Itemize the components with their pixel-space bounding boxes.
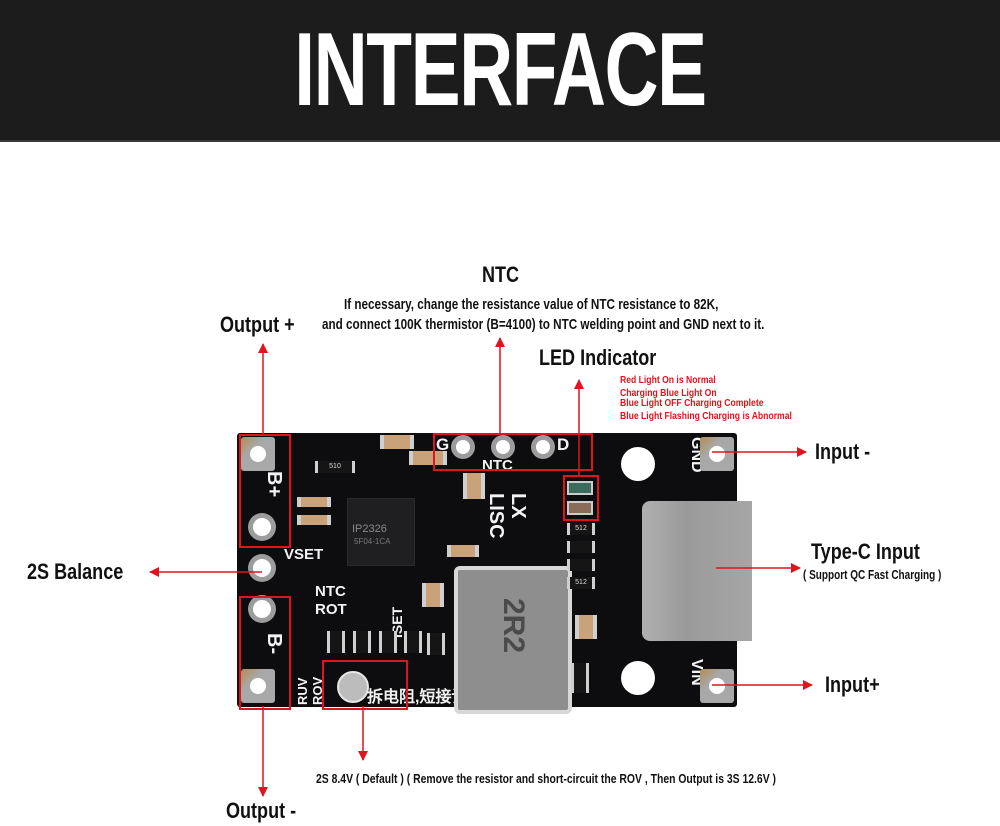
- pad-b-plus-hole: [253, 518, 271, 536]
- highlight-led: [563, 475, 599, 521]
- silk-ntc: NTC: [315, 583, 346, 600]
- led-state-4: Blue Light Flashing Charging is Abnormal: [620, 410, 792, 422]
- smd-cap: [575, 615, 597, 639]
- smd-cap: [380, 435, 414, 449]
- resistor: [404, 631, 422, 653]
- smd-cap: [447, 545, 479, 557]
- led-title: LED Indicator: [539, 345, 657, 370]
- silk-g: G: [436, 435, 450, 454]
- resistor-512: [571, 663, 589, 693]
- resistor-510: 510: [315, 461, 355, 473]
- ic-chip: IP2326 5F04-1CA: [347, 498, 415, 566]
- mount-hole-bottom: [621, 661, 655, 695]
- ntc-hole-d: [536, 440, 550, 454]
- silk-d: D: [557, 435, 570, 454]
- silk-rot: ROT: [315, 601, 347, 618]
- resistor-512: 512: [567, 523, 595, 535]
- smd-cap: [297, 515, 331, 525]
- ntc-line-2: and connect 100K thermistor (B=4100) to …: [322, 316, 765, 333]
- smd-cap: [409, 451, 447, 465]
- led-blue: [567, 481, 593, 495]
- led-state-3: Blue Light OFF Charging Complete: [620, 397, 764, 409]
- resistor-512: 512: [567, 577, 595, 589]
- ntc-hole-ntc: [496, 440, 510, 454]
- highlight-rov: [322, 660, 408, 710]
- resistor: [427, 633, 445, 655]
- label-typec-title: Type-C Input: [811, 539, 920, 564]
- smd-cap: [297, 497, 331, 507]
- led-state-2: Charging Blue Light On: [620, 387, 717, 399]
- mount-hole-top: [621, 447, 655, 481]
- rov-solder-point: [337, 671, 369, 703]
- label-output-minus: Output -: [226, 798, 297, 823]
- label-typec-sub: ( Support QC Fast Charging ): [803, 568, 942, 582]
- usb-type-c-connector: [642, 501, 752, 641]
- pcb-board: B+ B- VSET NTC ROT ISET RUV ROV 510 IP23…: [237, 433, 752, 714]
- label-input-minus: Input -: [815, 439, 871, 464]
- silk-vset: VSET: [284, 546, 324, 563]
- pad-b-minus-bottom: [241, 669, 275, 703]
- pad-gnd: [700, 437, 734, 471]
- led-state-1: Red Light On is Normal: [620, 374, 716, 386]
- resistor: [379, 631, 397, 653]
- ntc-line-1: If necessary, change the resistance valu…: [344, 296, 719, 313]
- rov-note: 2S 8.4V ( Default ) ( Remove the resisto…: [316, 771, 777, 786]
- pad-b-plus-top: [241, 437, 275, 471]
- ntc-title: NTC: [482, 262, 520, 287]
- smd-cap: [422, 583, 444, 607]
- pad-b-minus-hole: [253, 600, 271, 618]
- resistor: [327, 631, 345, 653]
- resistor: [567, 559, 595, 571]
- highlight-ntc-header: [433, 433, 593, 471]
- pad-vin: [700, 669, 734, 703]
- label-2s-balance: 2S Balance: [27, 559, 124, 584]
- resistor: [353, 631, 371, 653]
- resistor: [567, 541, 595, 553]
- label-input-plus: Input+: [825, 672, 880, 697]
- led-red: [567, 501, 593, 515]
- ntc-hole-g: [456, 440, 470, 454]
- inductor: 2R2: [454, 566, 572, 714]
- smd-cap: [463, 473, 485, 499]
- highlight-b-plus: [239, 434, 291, 548]
- chip-code: 5F04-1CA: [354, 537, 391, 546]
- label-output-plus: Output +: [220, 312, 295, 337]
- chip-model: IP2326: [352, 523, 387, 535]
- title-banner: INTERFACE: [0, 0, 1000, 142]
- banner-title: INTERFACE: [294, 12, 707, 128]
- highlight-b-minus: [239, 596, 291, 710]
